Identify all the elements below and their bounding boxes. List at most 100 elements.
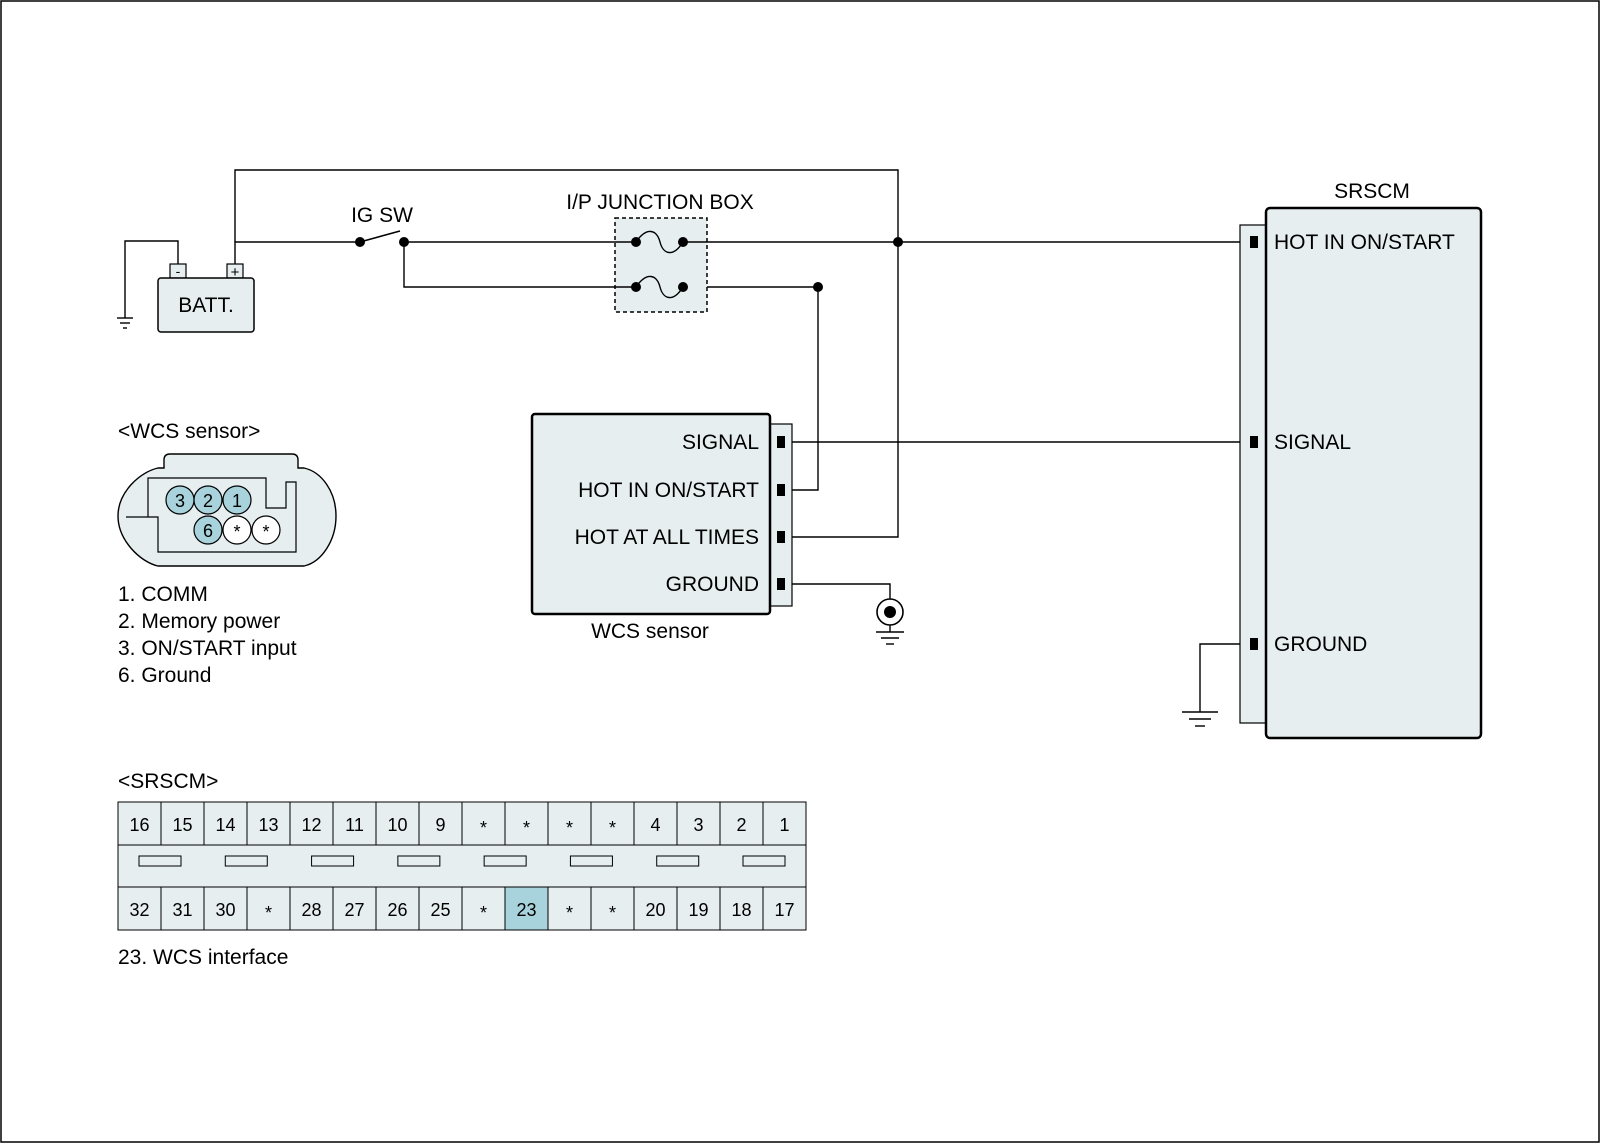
- srscm-connector-cell: [203, 886, 248, 931]
- srscm-module-body: [1264, 206, 1483, 740]
- wcs-pin-terminal: [777, 531, 785, 543]
- srscm-connector-pin-number: 32: [129, 900, 149, 920]
- srscm-connector-pin-number: *: [566, 818, 573, 838]
- srscm-connector-pin-number: *: [265, 903, 272, 923]
- srscm-connector-cell: [590, 801, 635, 846]
- srscm-connector-pin-number: 28: [301, 900, 321, 920]
- srscm-connector-cell: [676, 801, 721, 846]
- wcs-connector-pin: [251, 515, 281, 545]
- srscm-connector-pin-number: 31: [172, 900, 192, 920]
- fuse2-to-wcs-hot-wire: [683, 286, 819, 491]
- fuse2-icon: [635, 275, 684, 299]
- battery: - + BATT.: [157, 263, 255, 333]
- srscm-pin-terminal: [1250, 638, 1258, 650]
- wcs-connector-pin: [193, 485, 223, 515]
- wcs-connector-title: <WCS sensor>: [118, 420, 260, 443]
- ig-to-fuse2-wire: [403, 242, 636, 288]
- battery-pos-label: +: [231, 264, 240, 281]
- wcs-pin-terminal: [777, 484, 785, 496]
- splice-node-hot: [893, 237, 903, 247]
- battery-to-ig-wire: [234, 241, 360, 264]
- junction-box: I/P JUNCTION BOX: [566, 191, 754, 313]
- srscm-connector-cell: [246, 886, 291, 931]
- srscm-pin-label: GROUND: [1274, 633, 1367, 656]
- wcs-module-body: [530, 412, 772, 616]
- srscm-ground-icon: [1182, 711, 1218, 727]
- srscm-connector-pin-number: 30: [215, 900, 235, 920]
- srscm-connector-cell: [160, 886, 205, 931]
- srscm-connector-title: <SRSCM>: [118, 770, 218, 793]
- wcs-chassis-ground-icon: [876, 598, 904, 645]
- srscm-connector-cell: [117, 801, 162, 846]
- wcs-connector-pin-number: *: [233, 522, 240, 542]
- srscm-connector-cell: [461, 886, 506, 931]
- fuse1-node-in: [631, 237, 641, 247]
- srscm-connector-cell: [547, 886, 592, 931]
- srscm-connector-latch: [138, 855, 182, 867]
- wcs-connector-pin-number: 1: [232, 491, 242, 511]
- srscm-connector-pin-number: 18: [731, 900, 751, 920]
- wcs-pin-terminal: [777, 436, 785, 448]
- srscm-connector-cell: [289, 801, 334, 846]
- srscm-connector-cell: [762, 801, 807, 846]
- hot-at-all-times-wire: [783, 242, 899, 538]
- srscm-connector-cell: [633, 801, 678, 846]
- srscm-connector-pin-number: 9: [435, 815, 445, 835]
- srscm-connector-pin-number: 2: [736, 815, 746, 835]
- srscm-ground-wire: [1199, 643, 1252, 712]
- battery-label: BATT.: [178, 294, 234, 317]
- wcs-pin-label: GROUND: [666, 573, 759, 596]
- srscm-connector-pin-number: 12: [301, 815, 321, 835]
- srscm-connector-legend: 23. WCS interface: [118, 946, 288, 969]
- splice-node-fuse2: [813, 282, 823, 292]
- srscm-connector-cell: [461, 801, 506, 846]
- srscm-connector-pin-number: 1: [779, 815, 789, 835]
- srscm-connector-latch: [397, 855, 441, 867]
- srscm-connector-cell: [590, 886, 635, 931]
- ig-switch-label: IG SW: [351, 204, 413, 227]
- junction-box-outline: [614, 217, 708, 313]
- wcs-ground-wire: [783, 583, 891, 600]
- fuse2-node-out: [678, 282, 688, 292]
- srscm-pin-label: SIGNAL: [1274, 431, 1351, 454]
- battery-ground-icon: [117, 317, 133, 329]
- srscm-connector-cell: [375, 801, 420, 846]
- wcs-pin-terminal: [777, 578, 785, 590]
- wcs-module-caption: WCS sensor: [591, 620, 709, 643]
- srscm-connector-pin-number: 13: [258, 815, 278, 835]
- wcs-connector-pin-number: 2: [203, 491, 213, 511]
- battery-ground-wire: [124, 240, 179, 318]
- ig-switch: IG SW: [351, 204, 413, 247]
- srscm-connector-cell: [762, 886, 807, 931]
- srscm-connector-latch: [483, 855, 527, 867]
- wcs-pin-label: HOT AT ALL TIMES: [575, 526, 759, 549]
- srscm-connector-pin-number: 4: [650, 815, 660, 835]
- fuse1-icon: [635, 230, 684, 254]
- srscm-connector-pin-number: 16: [129, 815, 149, 835]
- srscm-connector-pin-number: 10: [387, 815, 407, 835]
- srscm-connector-pin-number: *: [523, 818, 530, 838]
- srscm-connector-pin-number: 23: [516, 900, 536, 920]
- srscm-connector-latch: [656, 855, 700, 867]
- battery-neg-label: -: [176, 263, 181, 279]
- wcs-pin-label: SIGNAL: [682, 431, 759, 454]
- fuse2-node-in: [631, 282, 641, 292]
- srscm-connector-latch: [224, 855, 268, 867]
- ig-switch-blade: [359, 230, 401, 243]
- srscm-connector-cell: [332, 801, 377, 846]
- wcs-legend-item: 1. COMM: [118, 583, 208, 606]
- srscm-connector-pin-number: 14: [215, 815, 235, 835]
- wcs-connector-pin: [222, 515, 252, 545]
- ig-switch-output-node: [399, 237, 409, 247]
- wcs-connector-key: [126, 477, 297, 553]
